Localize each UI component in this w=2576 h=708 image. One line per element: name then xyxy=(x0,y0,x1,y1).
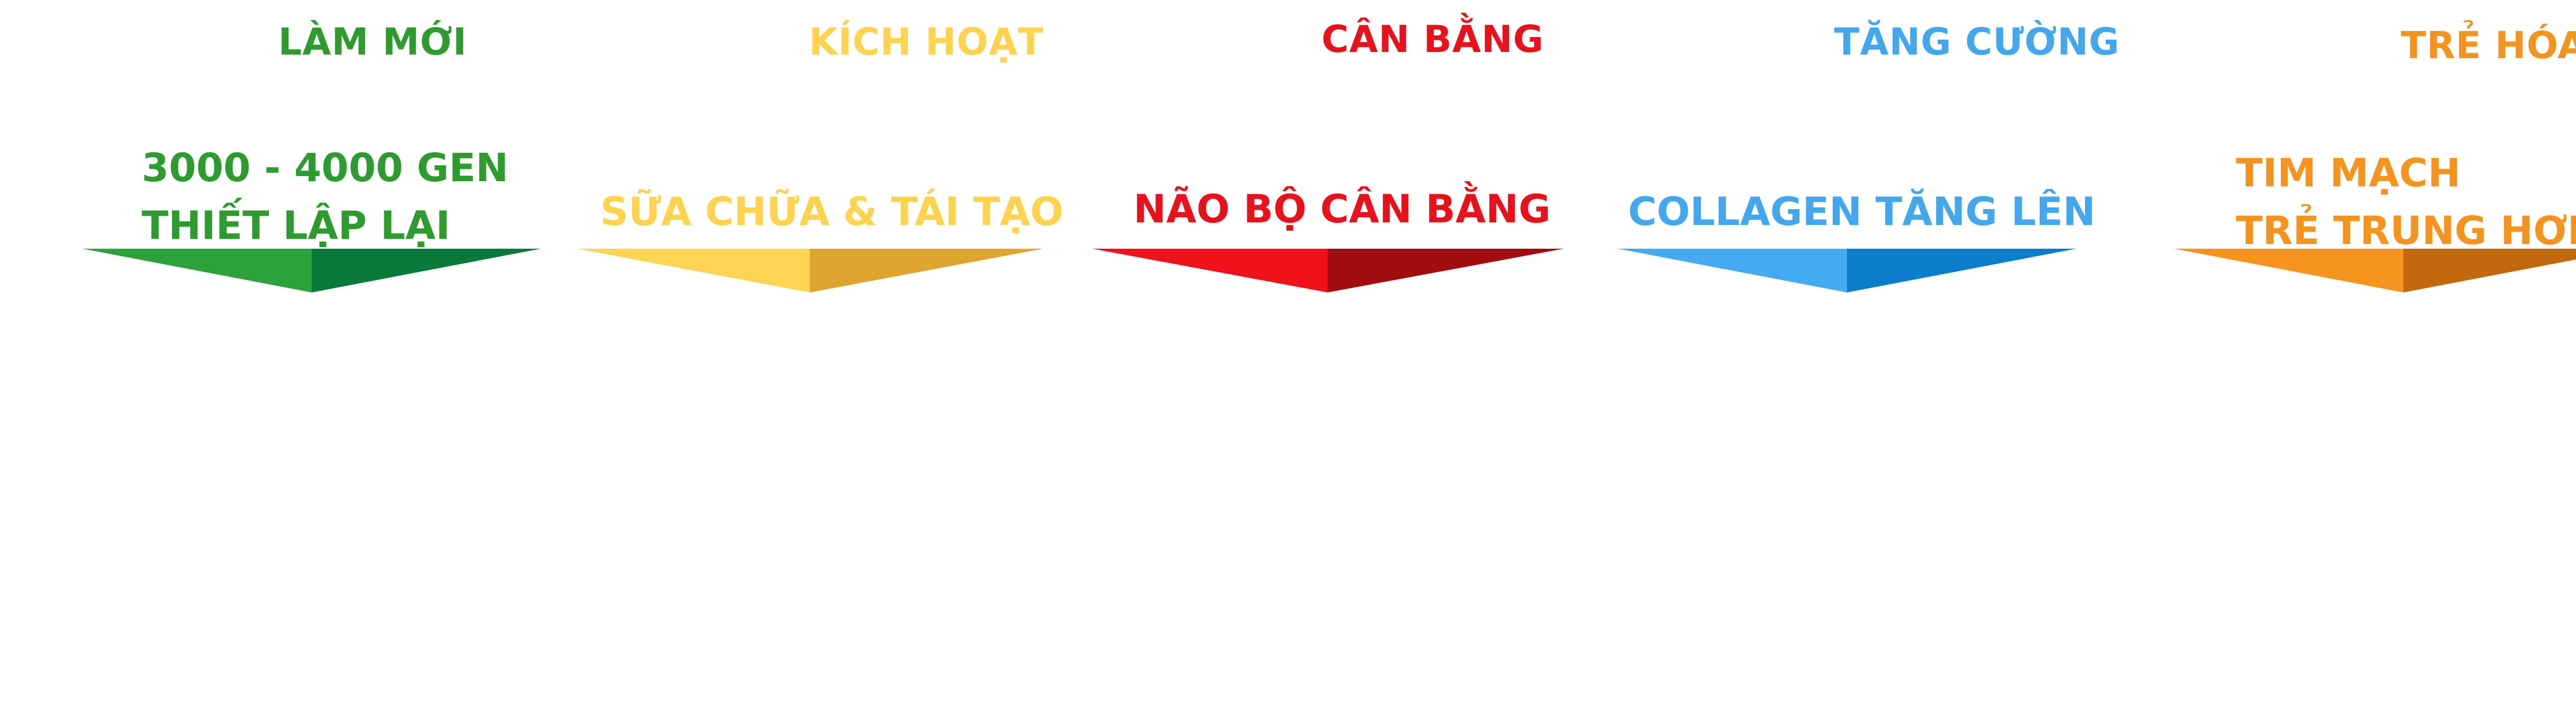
stage-description: 3000 - 4000 GEN THIẾT LẬP LẠI xyxy=(142,139,509,254)
stage-description: COLLAGEN TĂNG LÊN xyxy=(1628,183,2095,240)
description-line: TIM MẠCH xyxy=(2236,150,2461,196)
stage-description: SỮA CHỮA & TÁI TẠO xyxy=(600,183,1063,240)
down-arrow-icon xyxy=(577,249,1043,292)
stage-title: TRẺ HÓA xyxy=(2401,24,2576,67)
stage-title: CÂN BẰNG xyxy=(1321,18,1544,61)
stage-description: TIM MẠCH TRẺ TRUNG HƠN xyxy=(2236,144,2576,260)
description-line: TRẺ TRUNG HƠN xyxy=(2236,208,2576,253)
stage-balance: CÂN BẰNG NÃO BỘ CÂN BẰNG xyxy=(1082,0,1607,319)
description-line: COLLAGEN TĂNG LÊN xyxy=(1628,188,2096,234)
description-line: THIẾT LẬP LẠI xyxy=(142,202,450,248)
stage-description: NÃO BỘ CÂN BẰNG xyxy=(1133,180,1551,238)
description-line: SỮA CHỮA & TÁI TẠO xyxy=(600,188,1064,234)
down-arrow-icon xyxy=(1092,249,1564,292)
stage-renew: LÀM MỚI 3000 - 4000 GEN THIẾT LẬP LẠI xyxy=(0,0,567,319)
stage-rejuvenate: TRẺ HÓA TIM MẠCH TRẺ TRUNG HƠN xyxy=(2123,0,2576,319)
description-line: NÃO BỘ CÂN BẰNG xyxy=(1133,186,1551,232)
down-arrow-icon xyxy=(1618,249,2076,292)
down-arrow-icon xyxy=(82,249,541,292)
description-line: 3000 - 4000 GEN xyxy=(142,145,509,191)
stage-title: LÀM MỚI xyxy=(278,20,467,63)
stage-title: KÍCH HOẠT xyxy=(809,20,1044,63)
stage-activate: KÍCH HOẠT SỮA CHỮA & TÁI TẠO xyxy=(567,0,1082,319)
stage-boost: TĂNG CƯỜNG COLLAGEN TĂNG LÊN xyxy=(1607,0,2123,319)
stage-title: TĂNG CƯỜNG xyxy=(1834,20,2120,63)
down-arrow-icon xyxy=(2174,249,2576,292)
